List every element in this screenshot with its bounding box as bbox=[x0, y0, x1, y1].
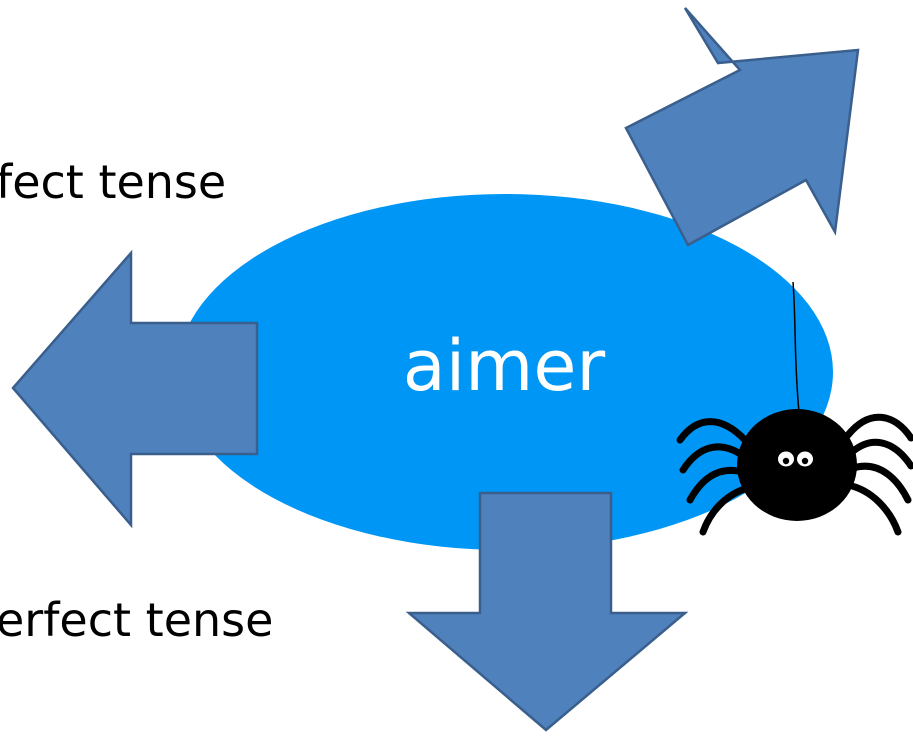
spider-icon bbox=[676, 281, 913, 536]
spider-pupil-right bbox=[801, 457, 809, 465]
spider-pupil-left bbox=[782, 457, 790, 465]
upper-caption: fect tense bbox=[0, 155, 226, 209]
arrow-left-icon bbox=[11, 249, 259, 529]
spider-thread bbox=[792, 281, 800, 413]
center-word: aimer bbox=[403, 325, 606, 407]
spider-body bbox=[737, 409, 857, 521]
central-ellipse bbox=[177, 194, 833, 550]
spider-left-legs bbox=[676, 418, 752, 536]
arrow-down-icon bbox=[405, 491, 689, 732]
arrow-up-right-icon bbox=[624, 7, 860, 247]
lower-caption: erfect tense bbox=[0, 593, 273, 647]
spider-right-legs bbox=[844, 413, 913, 536]
